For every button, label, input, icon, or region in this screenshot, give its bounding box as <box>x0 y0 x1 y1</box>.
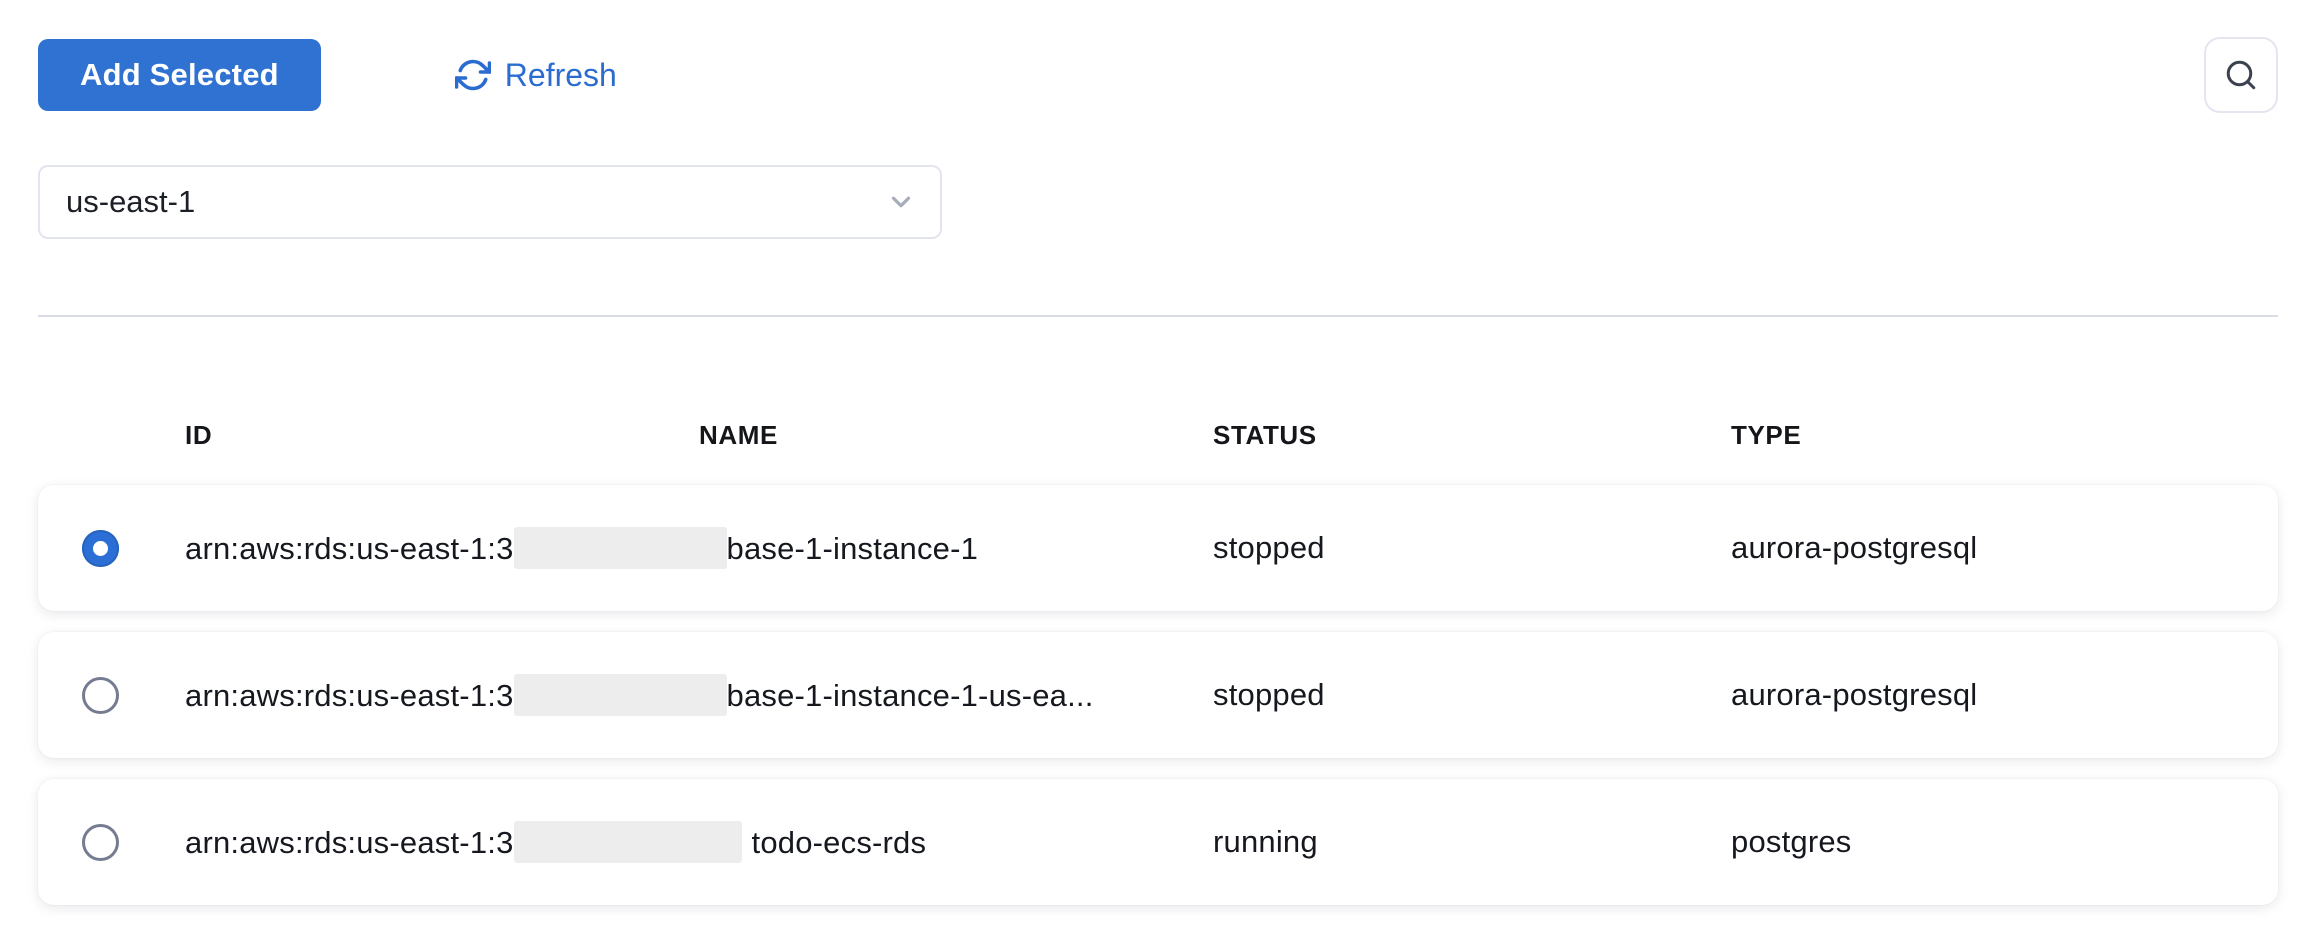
cell-status: running <box>1213 824 1318 859</box>
divider <box>38 315 2278 317</box>
search-button[interactable] <box>2204 37 2278 113</box>
redacted-text <box>513 821 742 863</box>
column-header-status: STATUS <box>1213 420 1317 450</box>
refresh-button[interactable]: Refresh <box>454 56 617 94</box>
id-suffix: todo-ecs-rds <box>751 825 927 860</box>
radio-button[interactable] <box>82 823 119 861</box>
id-prefix: arn:aws:rds:us-east-1:3 <box>185 531 514 566</box>
cell-status: stopped <box>1213 677 1325 712</box>
cell-id: arn:aws:rds:us-east-1:3 base-1-instance-1 <box>185 527 1213 569</box>
table-row[interactable]: arn:aws:rds:us-east-1:3 base-1-instance-1… <box>38 632 2278 758</box>
resource-table: arn:aws:rds:us-east-1:3 base-1-instance-1… <box>38 485 2278 905</box>
table-header: ID NAME STATUS TYPE <box>38 420 2278 450</box>
cell-type: aurora-postgresql <box>1731 677 1978 712</box>
id-prefix: arn:aws:rds:us-east-1:3 <box>185 678 514 713</box>
redacted-text <box>513 527 727 569</box>
search-icon <box>2226 60 2256 90</box>
refresh-label: Refresh <box>504 56 617 93</box>
table-row[interactable]: arn:aws:rds:us-east-1:3 base-1-instance-1… <box>38 485 2278 611</box>
radio-cell <box>38 529 185 567</box>
radio-cell <box>38 823 185 861</box>
id-prefix: arn:aws:rds:us-east-1:3 <box>185 825 514 860</box>
column-header-id: ID <box>185 420 213 450</box>
refresh-icon <box>454 59 491 91</box>
cell-type: aurora-postgresql <box>1731 530 1978 565</box>
radio-cell <box>38 676 185 714</box>
cell-type: postgres <box>1731 824 1852 859</box>
chevron-down-icon <box>891 196 911 208</box>
region-select-value: us-east-1 <box>66 184 196 219</box>
radio-button[interactable] <box>82 529 119 567</box>
toolbar: Add Selected Refresh <box>38 37 2278 113</box>
add-selected-button[interactable]: Add Selected <box>38 39 321 111</box>
cell-status: stopped <box>1213 530 1325 565</box>
column-header-type: TYPE <box>1731 420 1802 450</box>
cell-id: arn:aws:rds:us-east-1:3 base-1-instance-1… <box>185 674 1213 716</box>
id-suffix: base-1-instance-1-us-ea... <box>726 678 1094 713</box>
column-header-name: NAME <box>699 420 778 450</box>
cell-id: arn:aws:rds:us-east-1:3 todo-ecs-rds <box>185 821 1213 863</box>
table-row[interactable]: arn:aws:rds:us-east-1:3 todo-ecs-rds runn… <box>38 779 2278 905</box>
id-suffix: base-1-instance-1 <box>726 531 979 566</box>
redacted-text <box>513 674 727 716</box>
radio-button[interactable] <box>82 676 119 714</box>
region-select[interactable]: us-east-1 <box>38 165 942 239</box>
